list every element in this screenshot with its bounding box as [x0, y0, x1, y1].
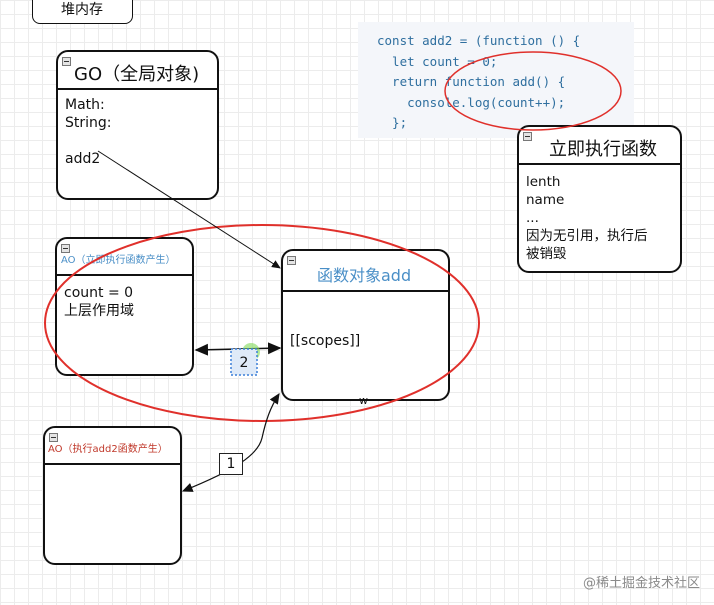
ao-iife-title: AO（立即执行函数产生） [61, 255, 176, 266]
collapse-icon[interactable] [62, 57, 71, 66]
w-label: w [359, 394, 368, 407]
code-line: const add2 = (function () { [377, 33, 581, 48]
heap-memory-label: 堆内存 [61, 2, 103, 18]
watermark: @稀土掘金技术社区 [582, 576, 700, 591]
ao-iife-props: count = 0 上层作用域 [64, 285, 134, 319]
global-object-title: GO（全局对象) [74, 64, 200, 85]
closure-highlight-ellipse [44, 224, 480, 422]
parent-scope-arrow [181, 392, 280, 492]
add2-reference-arrow [97, 150, 281, 269]
ao-add2-title: AO（执行add2函数产生） [48, 444, 168, 455]
ao-add2-box[interactable]: AO（执行add2函数产生） [43, 426, 182, 565]
collapse-icon[interactable] [523, 132, 532, 141]
ao-iife-box[interactable]: AO（立即执行函数产生） count = 0 上层作用域 [55, 237, 194, 376]
code-line: return function add() { [377, 74, 566, 89]
code-highlight-ellipse [444, 51, 622, 131]
function-object-add-box[interactable]: 函数对象add [[scopes]] [281, 249, 450, 401]
heap-memory-box: 堆内存 [32, 0, 133, 24]
label-one[interactable]: 1 [219, 453, 243, 475]
code-snippet: const add2 = (function () { let count = … [358, 22, 634, 138]
function-object-title: 函数对象add [317, 266, 412, 285]
iife-props: lenth name ... 因为无引用，执行后 被销毁 [526, 174, 648, 262]
label-two[interactable]: 2 [239, 355, 249, 371]
label-two-selection[interactable] [230, 348, 258, 376]
global-object-box[interactable]: GO（全局对象) Math: String: add2 [56, 50, 219, 200]
iife-title: 立即执行函数 [549, 139, 657, 160]
code-line: }; [377, 115, 408, 130]
iife-box[interactable]: 立即执行函数 lenth name ... 因为无引用，执行后 被销毁 [517, 125, 682, 273]
collapse-icon[interactable] [49, 433, 58, 442]
collapse-icon[interactable] [61, 244, 70, 253]
global-object-props: Math: String: add2 [65, 97, 112, 167]
collapse-icon[interactable] [287, 256, 296, 265]
function-object-props: [[scopes]] [290, 333, 361, 349]
